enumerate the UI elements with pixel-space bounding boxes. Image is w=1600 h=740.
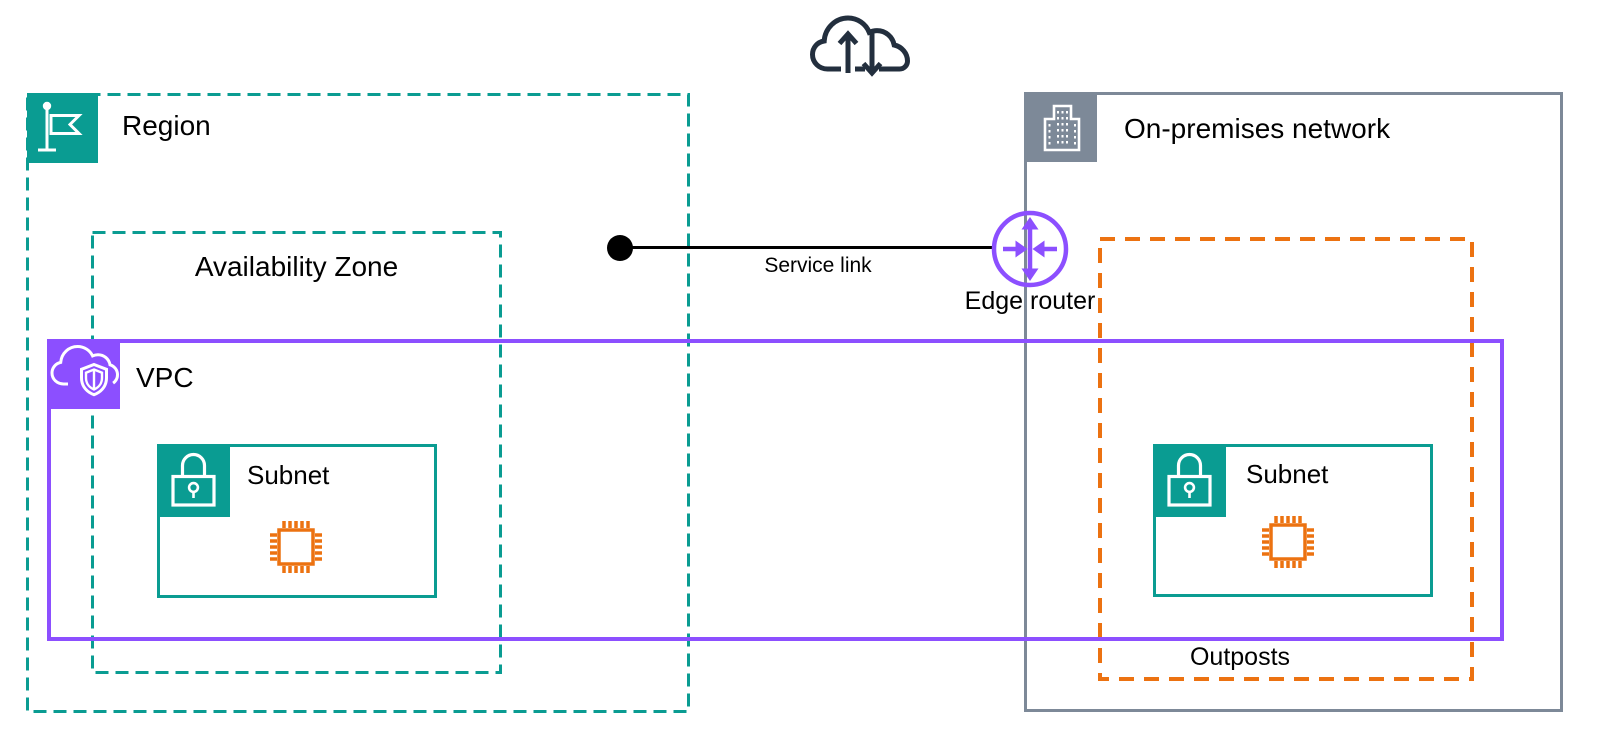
lock-icon [1167,452,1212,507]
region-label: Region [122,110,211,141]
subnet-label: Subnet [247,460,330,490]
vpc-box [47,339,1504,641]
router-icon [991,210,1069,288]
subnet-label: Subnet [1246,459,1329,489]
on-premises-icon-square [1027,95,1097,162]
outposts-box [1098,237,1474,681]
building-icon [1043,104,1081,152]
subnet-icon-square [1153,444,1226,517]
vpc-icon-square [48,339,120,409]
on-premises-label: On-premises network [1124,113,1391,144]
flag-icon [38,101,83,152]
chip-icon [270,521,322,573]
cloud-shield-icon [50,344,120,397]
outposts-label: Outposts [1189,643,1291,671]
edge-router-label: Edge router [964,287,1096,315]
service-link-endpoint-dot [607,235,633,261]
subnet-box [1153,444,1433,597]
service-link-line [620,246,992,249]
region-icon-square [27,93,98,163]
subnet-box [157,444,437,598]
subnet-icon-square [157,444,230,517]
chip-icon [1262,516,1314,568]
service-link-label: Service link [764,254,872,277]
lock-icon [171,452,216,507]
cloud-up-down-arrows-icon [809,15,911,77]
region-box [26,93,690,713]
availability-zone-label: Availability Zone [194,251,399,282]
vpc-label: VPC [136,362,194,393]
on-premises-box [1024,92,1563,712]
availability-zone-box [91,231,502,674]
